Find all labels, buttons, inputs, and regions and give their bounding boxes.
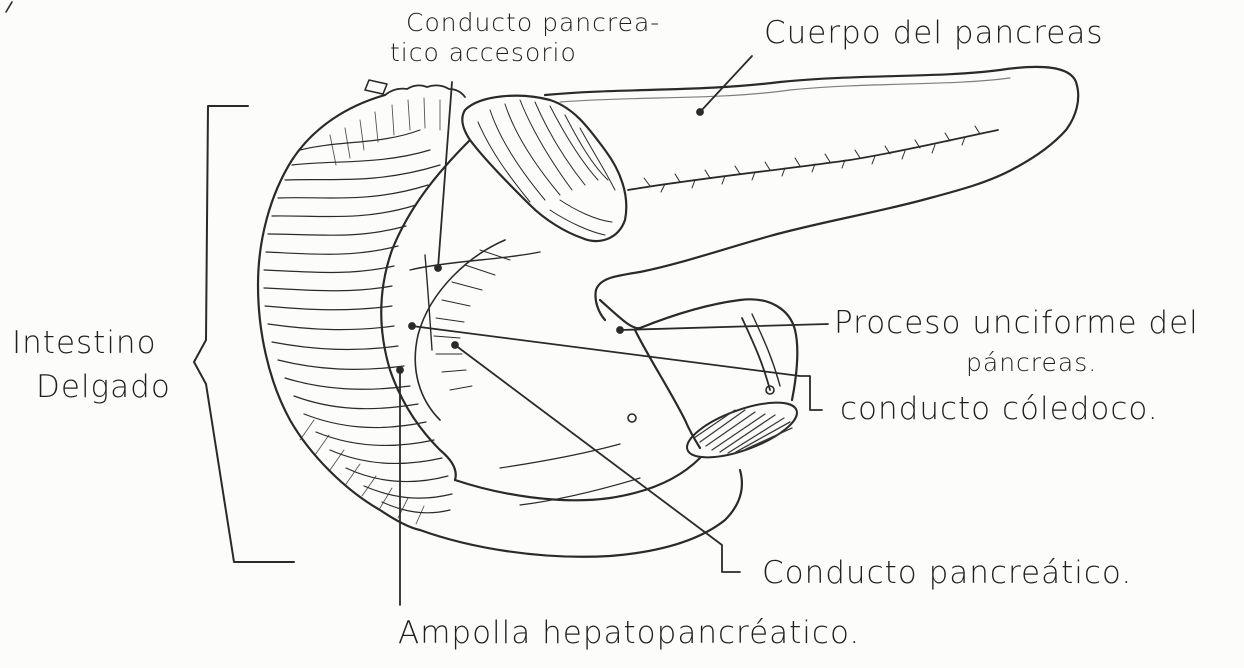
head-duct-vertical [425, 255, 432, 350]
label-conducto-accesorio-line1: Conducto pancrea- [406, 10, 660, 35]
intestine-brace [194, 106, 294, 562]
label-proceso-unciforme-line2: páncreas. [966, 350, 1097, 375]
corner-mark [6, 2, 12, 12]
cut-section-hatch [694, 410, 792, 453]
label-intestino-line2: Delgado [36, 372, 171, 403]
duodenum-fold-texture [300, 98, 440, 524]
duodenum-outer-folds [385, 85, 465, 97]
duodenum-stub [365, 80, 387, 94]
pancreas-head-lobe [462, 96, 626, 241]
duodenum-lower-curve [420, 470, 742, 557]
label-conducto-accesorio-line2: tico accesorio [390, 40, 577, 65]
pancreatic-duct-branches [644, 126, 980, 192]
bile-duct-tube [635, 330, 700, 448]
duodenum-lower-inner [455, 458, 700, 500]
accessory-duct [410, 252, 540, 270]
leader-coledoco [412, 326, 822, 410]
pancreas-head-striations [478, 100, 615, 235]
label-proceso-unciforme-line1: Proceso unciforme del [834, 308, 1199, 339]
duodenum-plicae [264, 130, 452, 513]
bile-duct-inner [742, 318, 770, 390]
label-intestino-line1: Intestino [12, 328, 157, 359]
leader-lines [397, 56, 828, 605]
label-conducto-pancreatico: Conducto pancreático. [762, 558, 1132, 589]
label-cuerpo-pancreas: Cuerpo del pancreas [764, 18, 1103, 49]
leader-unciforme [620, 324, 828, 330]
duodenum-outer [258, 95, 420, 530]
pancreatic-duct-main [628, 130, 998, 190]
duodenum-inner [381, 140, 470, 480]
label-conducto-coledoco: conducto cóledoco. [840, 394, 1159, 425]
label-ampolla: Ampolla hepatopancréatico. [398, 618, 860, 649]
papilla-opening [628, 414, 636, 422]
leader-cuerpo [700, 56, 752, 112]
duodenum-lumen-folds [434, 250, 510, 390]
leader-pancreatico [455, 345, 740, 572]
